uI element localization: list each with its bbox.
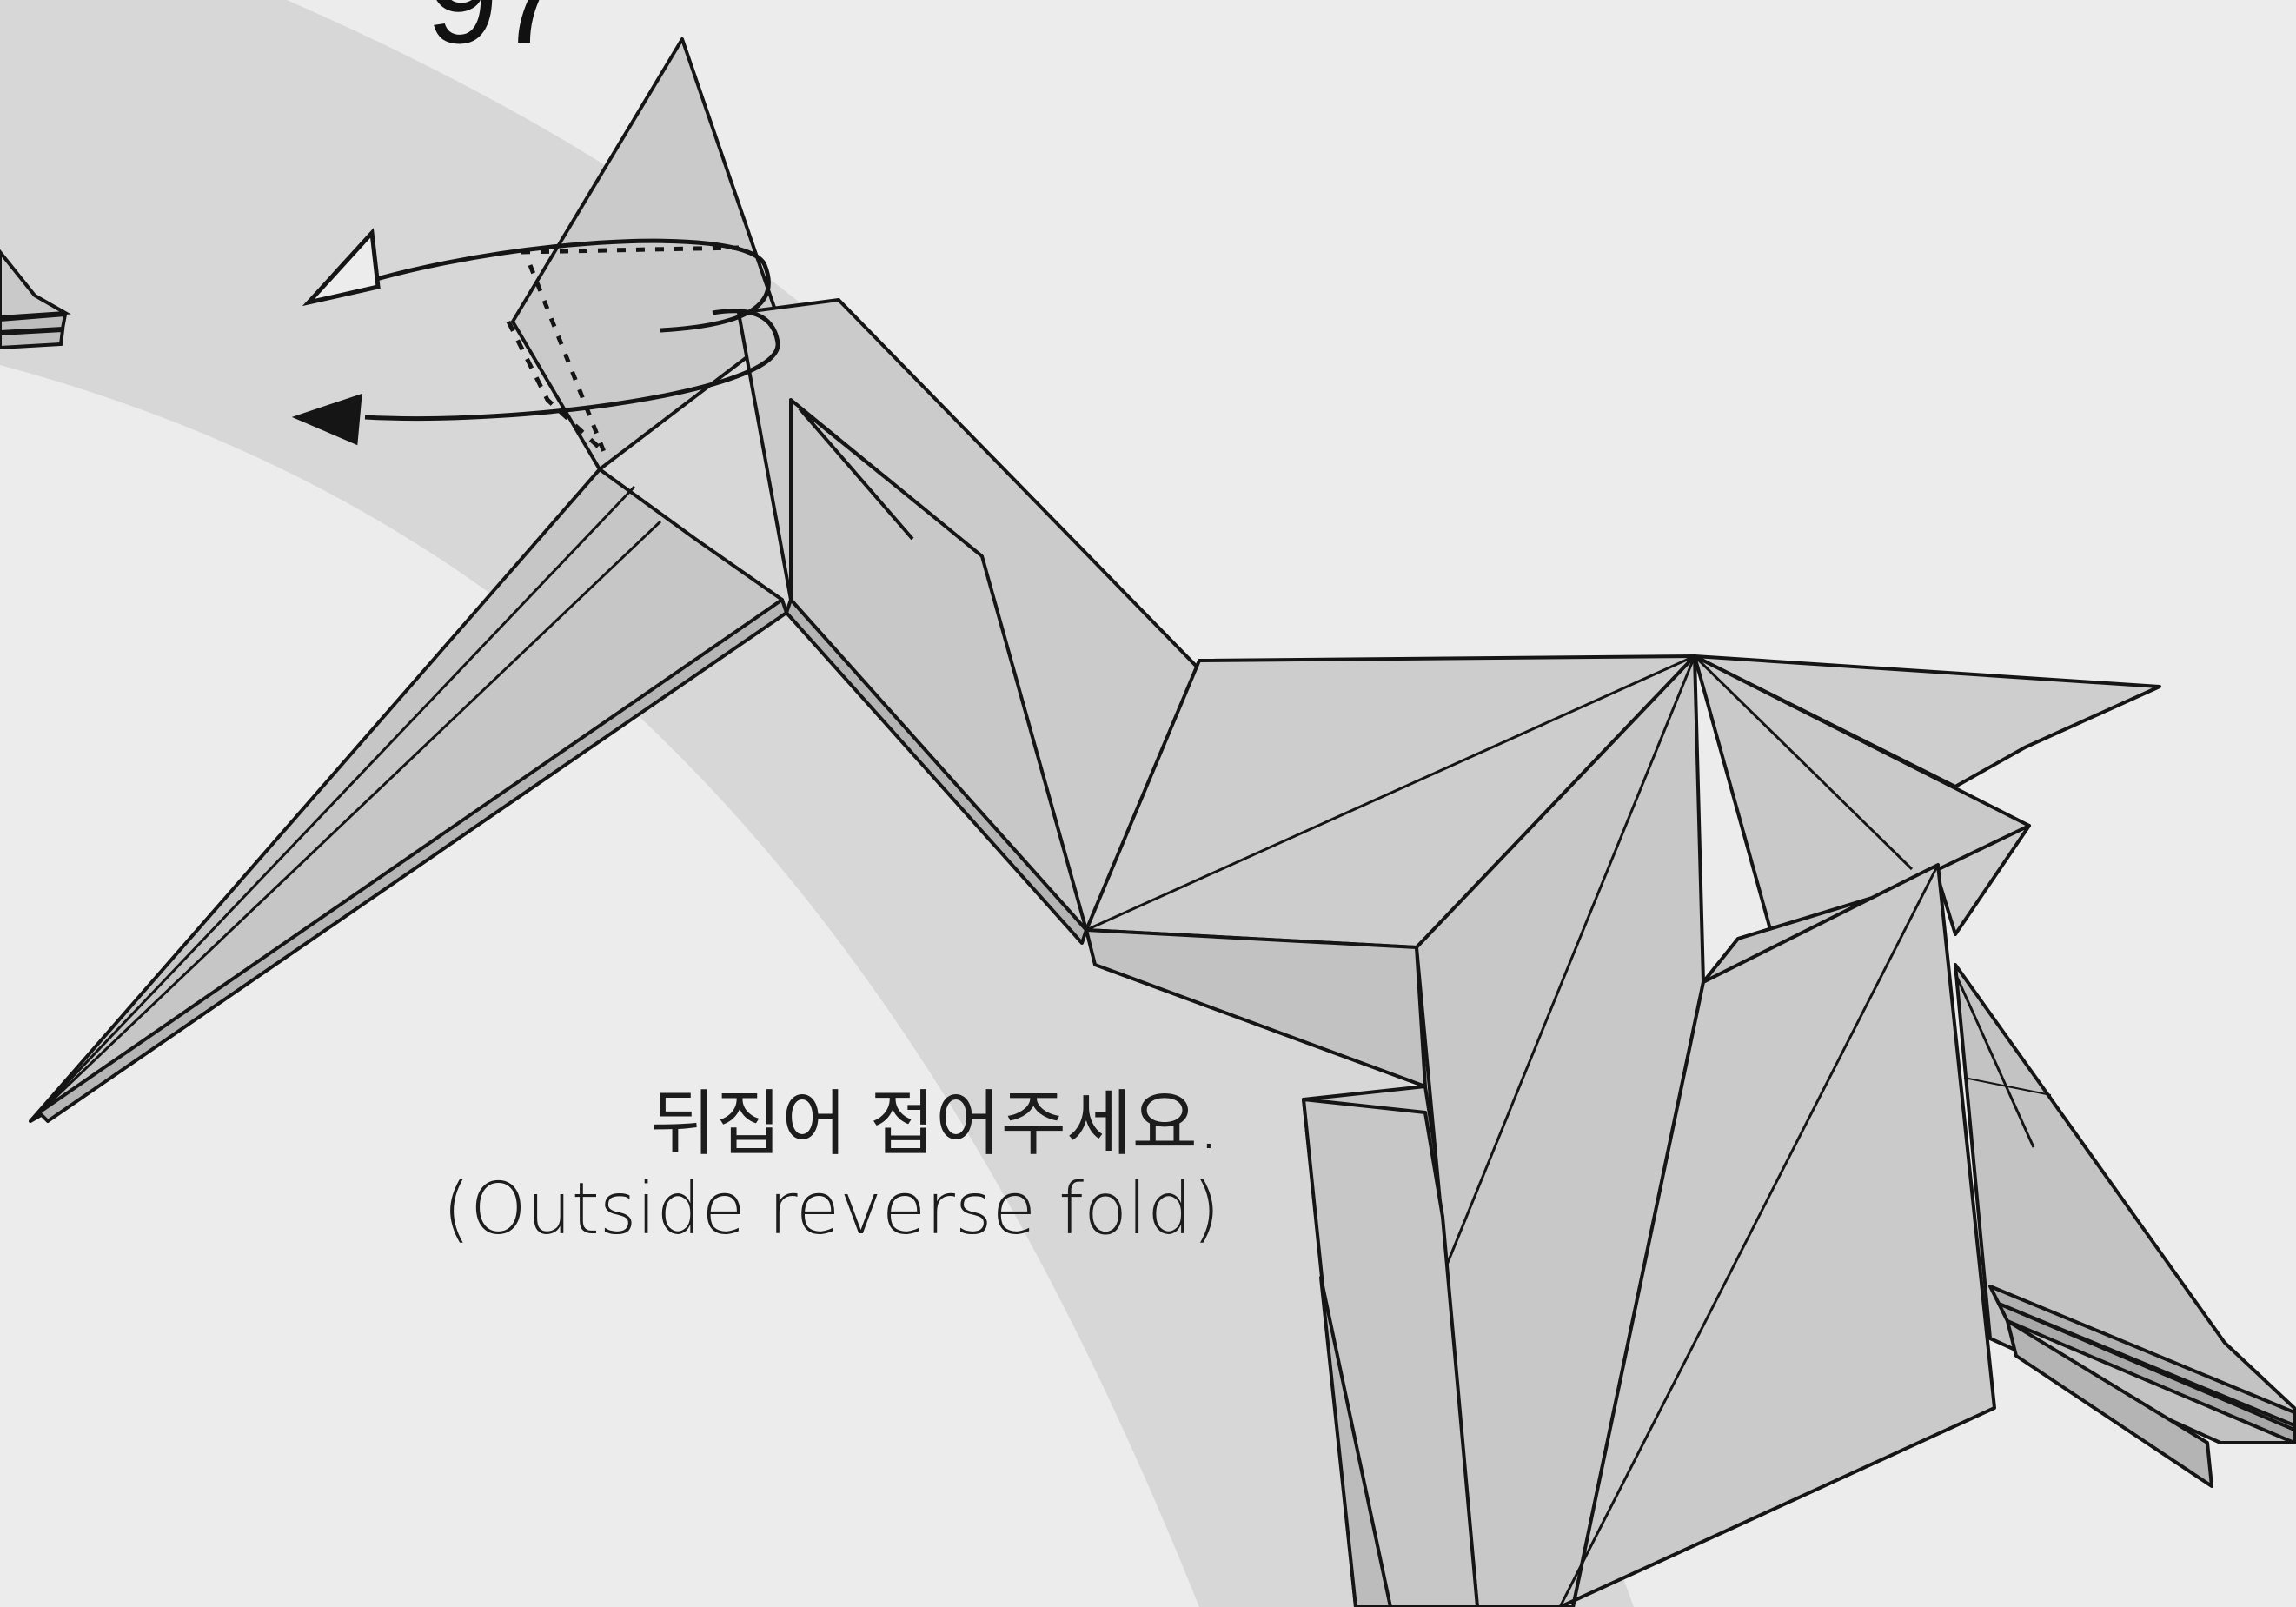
- beak: [30, 469, 782, 1121]
- step-number: 97: [426, 0, 564, 63]
- instruction-korean: 뒤집어 접어주세요.: [442, 1082, 1220, 1167]
- instruction-english: (Outside reverse fold): [442, 1167, 1220, 1252]
- instruction-caption: 뒤집어 접어주세요. (Outside reverse fold): [442, 1082, 1220, 1253]
